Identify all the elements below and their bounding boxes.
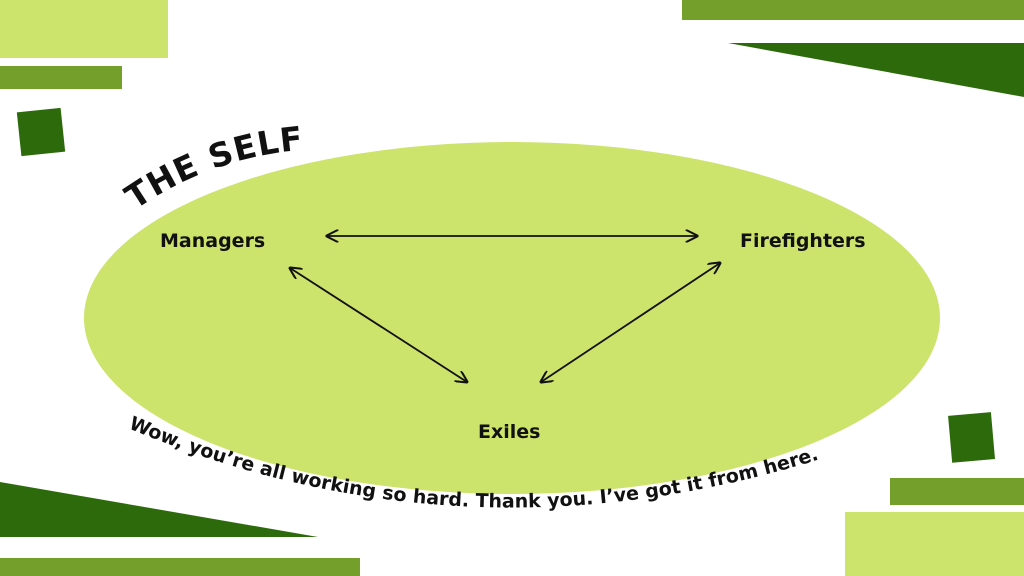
node-firefighters: Firefighters [740,230,866,252]
node-managers: Managers [160,230,265,252]
decor-bar-mid-top-left [0,66,122,89]
decor-bar-light-top-left [0,0,168,58]
decor-bar-mid-bottom-left [0,558,360,576]
arrow-managers-exiles [290,268,467,382]
decor-wedge-dark-bottom-left [0,482,318,537]
decor-bar-mid-top-right [682,0,1024,20]
decor-square-dark-top-left [16,107,66,157]
decor-bar-light-bottom-right [845,512,1024,576]
self-ellipse [84,142,940,494]
decor-wedge-dark-top-right [728,43,1024,97]
node-exiles: Exiles [478,421,540,443]
decor-square-dark-bottom-right [948,412,996,463]
decor-bar-mid-bottom-right [890,478,1024,505]
arrow-firefighters-exiles [541,263,720,382]
